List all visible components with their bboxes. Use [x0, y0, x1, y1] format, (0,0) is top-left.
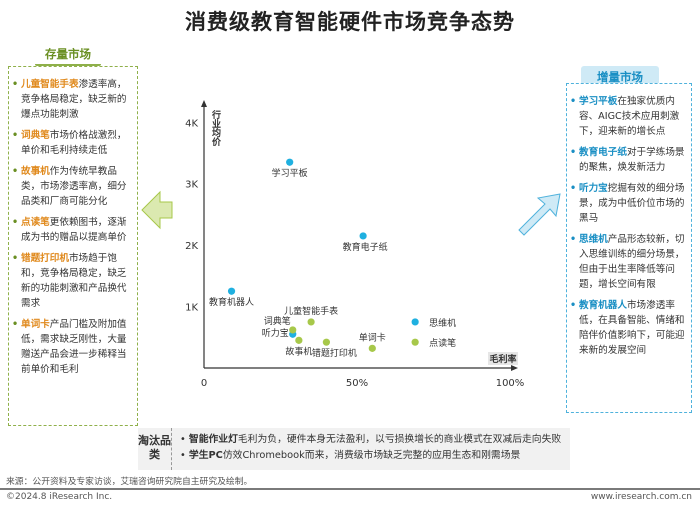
data-point-increment	[227, 287, 236, 295]
increment-item-keyword: 思维机	[579, 234, 608, 245]
eliminated-item: • 智能作业灯毛利为负，硬件本身无法盈利，以亏损换增长的商业模式在双减后走向失败	[180, 434, 562, 445]
x-tick-label: 100%	[496, 378, 525, 389]
x-axis-label: 毛利率	[489, 353, 516, 365]
increment-item-text: 产品形态较新，切入思维训练的细分场景，但由于出生率降低等问题，增长空间有限	[579, 234, 685, 290]
increment-item-keyword: 听力宝	[579, 183, 608, 194]
source-note: 来源：公开资料及专家访谈，艾瑞咨询研究院自主研究及绘制。	[6, 477, 253, 487]
page-title: 消费级教育智能硬件市场竞争态势	[185, 10, 515, 34]
increment-item-keyword: 教育电子纸	[579, 147, 627, 158]
data-point-increment	[359, 232, 367, 240]
increment-market-panel: 学习平板在独家优质内容、AIGC技术应用刺激下，迎来新的增长点教育电子纸对于学练…	[566, 83, 692, 413]
y-tick-label: 3K	[185, 180, 198, 191]
stock-item: 故事机作为传统早教品类，市场渗透率高，细分品类和厂商可能分化	[9, 164, 137, 209]
stock-item: 词典笔市场价格战激烈，单价和毛利持续走低	[9, 128, 137, 158]
data-point-label: 教育机器人	[209, 296, 254, 308]
y-axis-label-char: 均	[212, 127, 221, 139]
data-point-stock	[368, 344, 376, 352]
increment-item-keyword: 学习平板	[579, 96, 618, 107]
eliminated-item-keyword: 学生PC	[188, 450, 223, 461]
y-axis-label-char: 业	[212, 118, 221, 130]
footer-bar	[0, 488, 700, 508]
data-point-stock	[307, 318, 315, 326]
increment-item: 学习平板在独家优质内容、AIGC技术应用刺激下，迎来新的增长点	[567, 94, 691, 139]
increment-item-text: 市场渗透率低，在具备智能、情绪和陪伴价值影响下，可能迎来新的发展空间	[579, 300, 685, 356]
increment-item: 听力宝挖掘有效的细分场景，成为中低价位市场的黑马	[567, 181, 691, 226]
eliminated-label: 淘汰品类	[138, 428, 172, 470]
y-tick-label: 2K	[185, 241, 198, 252]
stock-item-text: 市场趋于饱和，竞争格局稳定，缺乏新的功能刺激和产品换代需求	[21, 253, 127, 309]
stock-item-keyword: 故事机	[21, 166, 50, 177]
data-point-label: 听力宝	[262, 327, 289, 339]
data-point-label: 点读笔	[429, 337, 456, 349]
data-point-label: 学习平板	[272, 167, 308, 179]
increment-item: 教育机器人市场渗透率低，在具备智能、情绪和陪伴价值影响下，可能迎来新的发展空间	[567, 298, 691, 358]
stock-item: 点读笔更依赖图书，逐渐成为书的赠品以提高单价	[9, 215, 137, 245]
stock-item-keyword: 儿童智能手表	[21, 79, 79, 90]
stock-item-keyword: 词典笔	[21, 130, 50, 141]
stock-item: 儿童智能手表渗透率高，竞争格局稳定，缺乏新的爆点功能刺激	[9, 77, 137, 122]
increment-item-text: 对于学练场景的聚焦，焕发新活力	[579, 147, 685, 173]
y-axis-label-char: 行	[211, 109, 221, 121]
y-axis-label-char: 价	[212, 137, 222, 148]
data-point-label: 故事机	[285, 345, 312, 357]
increment-item-text: 挖掘有效的细分场景，成为中低价位市场的黑马	[579, 183, 685, 224]
increment-item-keyword: 教育机器人	[579, 300, 627, 311]
eliminated-list: • 智能作业灯毛利为负，硬件本身无法盈利，以亏损换增长的商业模式在双减后走向失败…	[180, 432, 561, 464]
increment-item: 思维机产品形态较新，切入思维训练的细分场景，但由于出生率降低等问题，增长空间有限	[567, 232, 691, 292]
x-tick-label: 0	[201, 378, 207, 389]
stock-market-heading: 存量市场	[35, 44, 101, 66]
stock-item-text: 更依赖图书，逐渐成为书的赠品以提高单价	[21, 217, 127, 243]
data-point-stock	[322, 338, 330, 346]
data-point-label: 儿童智能手表	[284, 305, 338, 317]
data-point-label: 思维机	[429, 317, 456, 329]
data-point-increment	[411, 318, 419, 326]
stock-market-panel: 儿童智能手表渗透率高，竞争格局稳定，缺乏新的爆点功能刺激词典笔市场价格战激烈，单…	[8, 66, 138, 426]
data-point-label: 教育电子纸	[343, 241, 388, 253]
stock-item-keyword: 单词卡	[21, 319, 50, 330]
data-point-label: 单词卡	[359, 331, 386, 343]
data-point-increment	[286, 158, 294, 166]
stock-item-keyword: 错题打印机	[21, 253, 69, 264]
data-point-label: 词典笔	[264, 315, 291, 327]
increment-item: 教育电子纸对于学练场景的聚焦，焕发新活力	[567, 145, 691, 175]
x-axis-arrow	[511, 365, 518, 371]
y-axis-arrow	[201, 100, 207, 107]
data-point-stock	[295, 336, 303, 344]
stock-item: 错题打印机市场趋于饱和，竞争格局稳定，缺乏新的功能刺激和产品换代需求	[9, 251, 137, 311]
stock-item-keyword: 点读笔	[21, 217, 50, 228]
stock-item-text: 作为传统早教品类，市场渗透率高，细分品类和厂商可能分化	[21, 166, 127, 207]
stock-item-text: 渗透率高，竞争格局稳定，缺乏新的爆点功能刺激	[21, 79, 127, 120]
data-point-label: 错题打印机	[312, 347, 357, 359]
increment-item-text: 在独家优质内容、AIGC技术应用刺激下，迎来新的增长点	[579, 96, 680, 137]
y-tick-label: 1K	[185, 303, 198, 314]
stock-item-text: 产品门槛及附加值低，需求缺乏刚性，大量赠送产品会进一步稀释当前单价和毛利	[21, 319, 127, 375]
stock-item-text: 市场价格战激烈，单价和毛利持续走低	[21, 130, 127, 156]
eliminated-item: • 学生PC仿效Chromebook而来，消费级市场缺乏完整的应用生态和刚需场景	[180, 450, 521, 461]
eliminated-item-text: 仿效Chromebook而来，消费级市场缺乏完整的应用生态和刚需场景	[222, 450, 521, 461]
right-arrow-icon	[518, 193, 561, 236]
eliminated-item-keyword: 智能作业灯	[188, 434, 238, 445]
increment-market-heading: 增量市场	[581, 66, 659, 88]
eliminated-categories-box	[138, 428, 570, 470]
data-point-stock	[411, 338, 419, 346]
website-link[interactable]: www.iresearch.com.cn	[590, 492, 692, 502]
eliminated-item-text: 毛利为负，硬件本身无法盈利，以亏损换增长的商业模式在双减后走向失败	[237, 434, 562, 445]
left-arrow-icon	[141, 190, 173, 230]
x-axis-label-box	[488, 352, 518, 365]
copyright: ©2024.8 iResearch Inc.	[6, 492, 113, 502]
y-axis-label-box	[210, 106, 226, 144]
stock-item: 单词卡产品门槛及附加值低，需求缺乏刚性，大量赠送产品会进一步稀释当前单价和毛利	[9, 317, 137, 377]
data-point-stock	[289, 326, 297, 334]
y-tick-label: 4K	[185, 118, 198, 129]
x-tick-label: 50%	[346, 378, 368, 389]
